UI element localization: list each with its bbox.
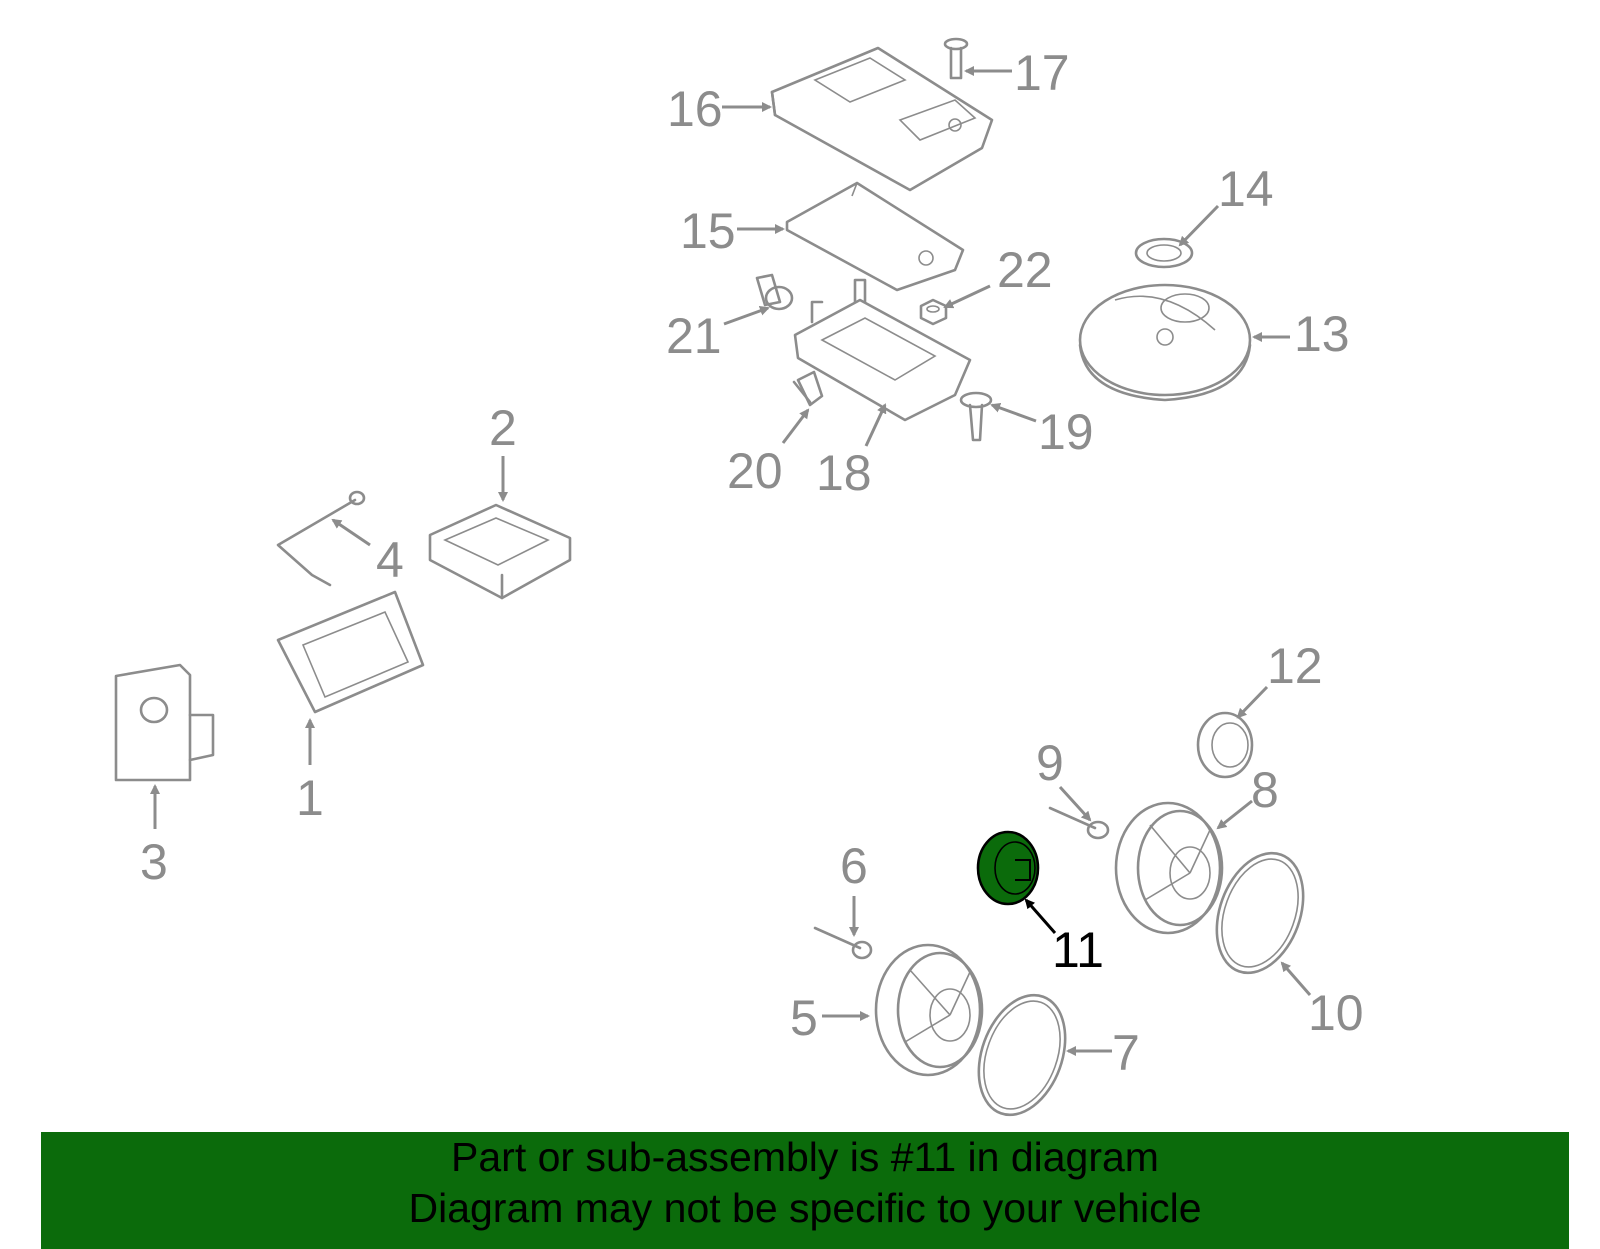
part-10-gasket [1215, 851, 1305, 975]
info-banner: Part or sub-assembly is #11 in diagram D… [41, 1132, 1569, 1249]
part-15-module [785, 181, 965, 292]
part-21-clip [755, 273, 794, 311]
leader-lines [150, 66, 1312, 1056]
banner-line-2: Diagram may not be specific to your vehi… [408, 1185, 1202, 1231]
callout-4: 4 [376, 532, 404, 588]
callout-8: 8 [1251, 762, 1279, 818]
callout-20: 20 [727, 443, 783, 499]
callout-14: 14 [1218, 161, 1274, 217]
part-4-cable [276, 490, 366, 587]
part-17-clip [943, 37, 969, 80]
callout-1: 1 [296, 770, 324, 826]
callout-21: 21 [666, 308, 722, 364]
callout-16: 16 [667, 81, 723, 137]
part-8-speaker [1114, 801, 1224, 935]
part-7-gasket [977, 993, 1067, 1117]
callout-17: 17 [1014, 45, 1070, 101]
callout-13: 13 [1294, 306, 1350, 362]
part-3-bracket [114, 663, 215, 782]
part-13-housing [1078, 283, 1252, 402]
part-5-speaker [874, 943, 984, 1077]
callout-12: 12 [1267, 638, 1323, 694]
banner-line-1: Part or sub-assembly is #11 in diagram [451, 1134, 1159, 1180]
part-12-tweeter [1196, 711, 1254, 779]
part-1-display [276, 590, 425, 714]
callout-11: 11 [1052, 922, 1104, 978]
part-20-bolt [792, 370, 824, 407]
callout-22: 22 [997, 242, 1053, 298]
part-6-rivet [813, 926, 873, 960]
callout-labels: 16 17 15 14 22 21 13 19 20 18 2 4 1 3 12… [140, 45, 1364, 1081]
part-18-bracket [793, 278, 972, 422]
part-9-rivet [1048, 806, 1110, 840]
callout-7: 7 [1112, 1025, 1140, 1081]
callout-6: 6 [840, 838, 868, 894]
callout-2: 2 [489, 400, 517, 456]
callout-19: 19 [1038, 404, 1094, 460]
callout-15: 15 [680, 203, 736, 259]
callout-5: 5 [790, 990, 818, 1046]
part-2-control-unit [428, 503, 572, 600]
part-19-screw [959, 391, 993, 442]
part-16-cover [770, 46, 994, 192]
callout-18: 18 [816, 445, 872, 501]
part-14-grommet [1134, 237, 1194, 269]
part-11-highlighted-tweeter [976, 830, 1040, 906]
callout-10: 10 [1308, 985, 1364, 1041]
callout-3: 3 [140, 834, 168, 890]
part-22-nut [919, 298, 948, 326]
callout-9: 9 [1036, 735, 1064, 791]
